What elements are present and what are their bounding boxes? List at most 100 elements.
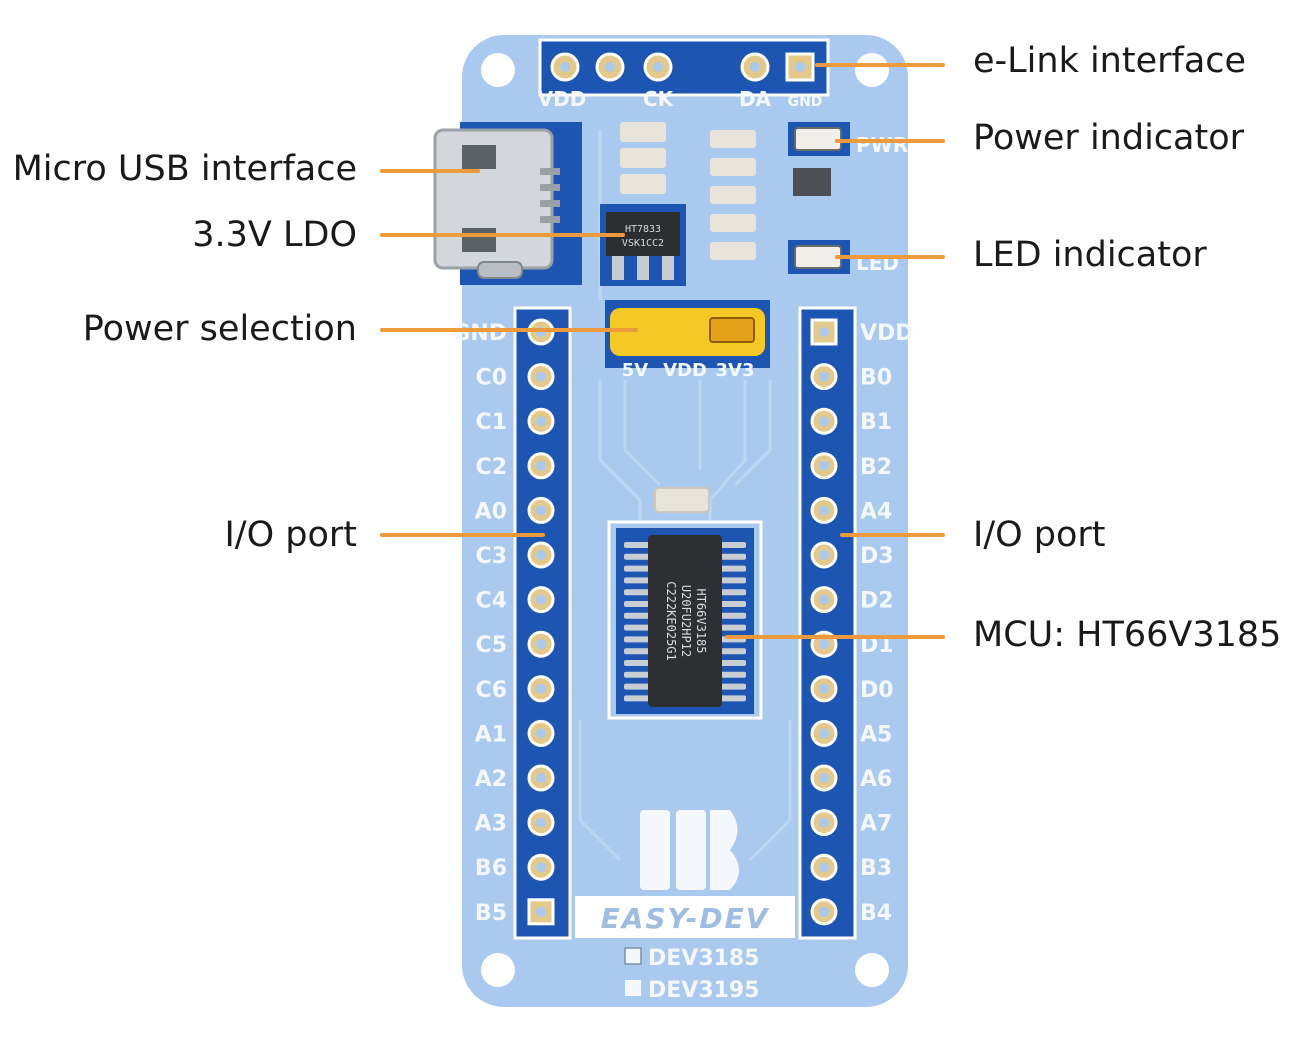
mcu-leg [720, 577, 746, 584]
variant-label-1: DEV3185 [648, 946, 760, 971]
leader-micro-usb [380, 169, 480, 173]
mcu-leg [720, 589, 746, 596]
callout-led-indicator: LED indicator [973, 235, 1207, 275]
elink-pad-hole [605, 62, 615, 72]
mcu-marking-line3: C222KE025G1 [664, 581, 678, 660]
elink-pin-label: DA [739, 87, 772, 111]
mcu-marking-line1: HT66V3185 [694, 588, 708, 653]
io-pin-hole [819, 728, 829, 739]
leader-power-indicator [835, 139, 945, 143]
mcu-leg [624, 542, 650, 548]
io-pin-hole [536, 550, 546, 560]
mcu-leg [624, 624, 650, 631]
jumper-label: 5V [622, 360, 649, 381]
mounting-hole-bottom-left [481, 953, 515, 987]
elink-pad-hole [795, 62, 805, 72]
io-pin-hole [536, 639, 546, 650]
mcu-leg [720, 601, 746, 607]
io-pin-hole [536, 728, 546, 739]
io-pin-label: A2 [475, 767, 507, 792]
variant-checkbox-1 [624, 947, 642, 965]
callout-power-selection: Power selection [82, 309, 357, 349]
io-pin-hole [819, 594, 829, 605]
callout-ldo: 3.3V LDO [192, 215, 357, 255]
elink-pad-hole [653, 62, 663, 72]
leader-elink [815, 63, 945, 67]
elink-pad-hole [750, 62, 760, 72]
mcu-leg [624, 636, 650, 643]
mcu-leg [624, 683, 650, 690]
mcu-leg [624, 577, 650, 584]
mounting-hole-top-right [855, 53, 889, 87]
mcu-leg [624, 648, 650, 655]
io-pin-hole [536, 594, 546, 605]
io-pin-hole [536, 906, 546, 917]
io-pin-hole [819, 550, 829, 560]
mcu-decoupling-cap [654, 487, 710, 513]
io-pin-label: C4 [476, 589, 507, 614]
power-led-silk: PWR [856, 133, 908, 157]
leader-io-right [840, 533, 945, 537]
mcu-leg [720, 648, 746, 655]
io-pin-label: A3 [475, 812, 507, 837]
ldo-legs [612, 256, 674, 280]
mcu-leg [624, 660, 650, 666]
micro-usb-pins [540, 168, 560, 223]
callout-elink: e-Link interface [973, 41, 1247, 81]
io-pin-hole [819, 416, 829, 427]
io-pin-hole [536, 683, 546, 694]
pcb-traces [578, 130, 792, 862]
io-pin-hole [819, 639, 829, 650]
jumper-cap [709, 317, 755, 343]
io-pin-label: A1 [475, 722, 507, 747]
callout-micro-usb: Micro USB interface [12, 149, 357, 189]
micro-usb-opening [462, 145, 496, 169]
io-pin-label: C6 [476, 678, 507, 703]
micro-usb-shell [477, 261, 523, 279]
io-pin-hole [819, 327, 829, 337]
callout-io-left: I/O port [224, 515, 357, 555]
io-pin-hole [536, 371, 546, 382]
elink-pin-label: VDD [538, 87, 587, 111]
mounting-hole-bottom-right [855, 953, 889, 987]
mcu-leg [624, 601, 650, 607]
micro-usb-opening [462, 228, 496, 252]
ldo-marking-line2: VSK1CC2 [622, 238, 664, 249]
io-pin-label: VDD [860, 321, 914, 346]
mcu-marking: HT66V3185 U20FU2HP12 C222KE025G1 [664, 581, 708, 660]
mcu-leg [720, 624, 746, 631]
io-pin-label: C5 [476, 633, 507, 658]
mcu-leg [720, 671, 746, 678]
leader-io-left [380, 533, 545, 537]
leader-mcu [725, 635, 945, 639]
left-pin-header [513, 306, 572, 940]
io-pin-hole [536, 862, 546, 873]
mcu-marking-line2: U20FU2HP12 [679, 585, 693, 657]
io-pin-label: B0 [860, 366, 892, 391]
io-pin-hole [536, 416, 546, 427]
jumper-label: VDD [663, 360, 707, 381]
brand-text: EASY-DEV [601, 902, 770, 935]
mcu-leg [720, 683, 746, 690]
mcu-leg [720, 612, 746, 619]
io-pin-label: B5 [475, 901, 507, 926]
io-pin-hole [819, 773, 829, 783]
io-pin-hole [819, 862, 829, 873]
smd-components [620, 122, 831, 260]
io-pin-label: C0 [476, 366, 507, 391]
io-pin-hole [819, 371, 829, 382]
mcu-leg [624, 695, 650, 702]
variant-label-2: DEV3195 [648, 978, 760, 1003]
leader-led-indicator [835, 255, 945, 259]
io-pin-label: A0 [475, 499, 507, 524]
io-pin-hole [819, 683, 829, 694]
io-pin-hole [536, 460, 546, 471]
brand-logo [640, 810, 739, 890]
io-pin-label: A4 [860, 499, 892, 524]
mcu-leg [624, 671, 650, 678]
leader-power-selection [380, 328, 638, 332]
mcu-leg [720, 553, 746, 560]
io-pin-label: A6 [860, 767, 892, 792]
elink-pad-hole [560, 62, 570, 72]
mcu-leg [720, 542, 746, 548]
